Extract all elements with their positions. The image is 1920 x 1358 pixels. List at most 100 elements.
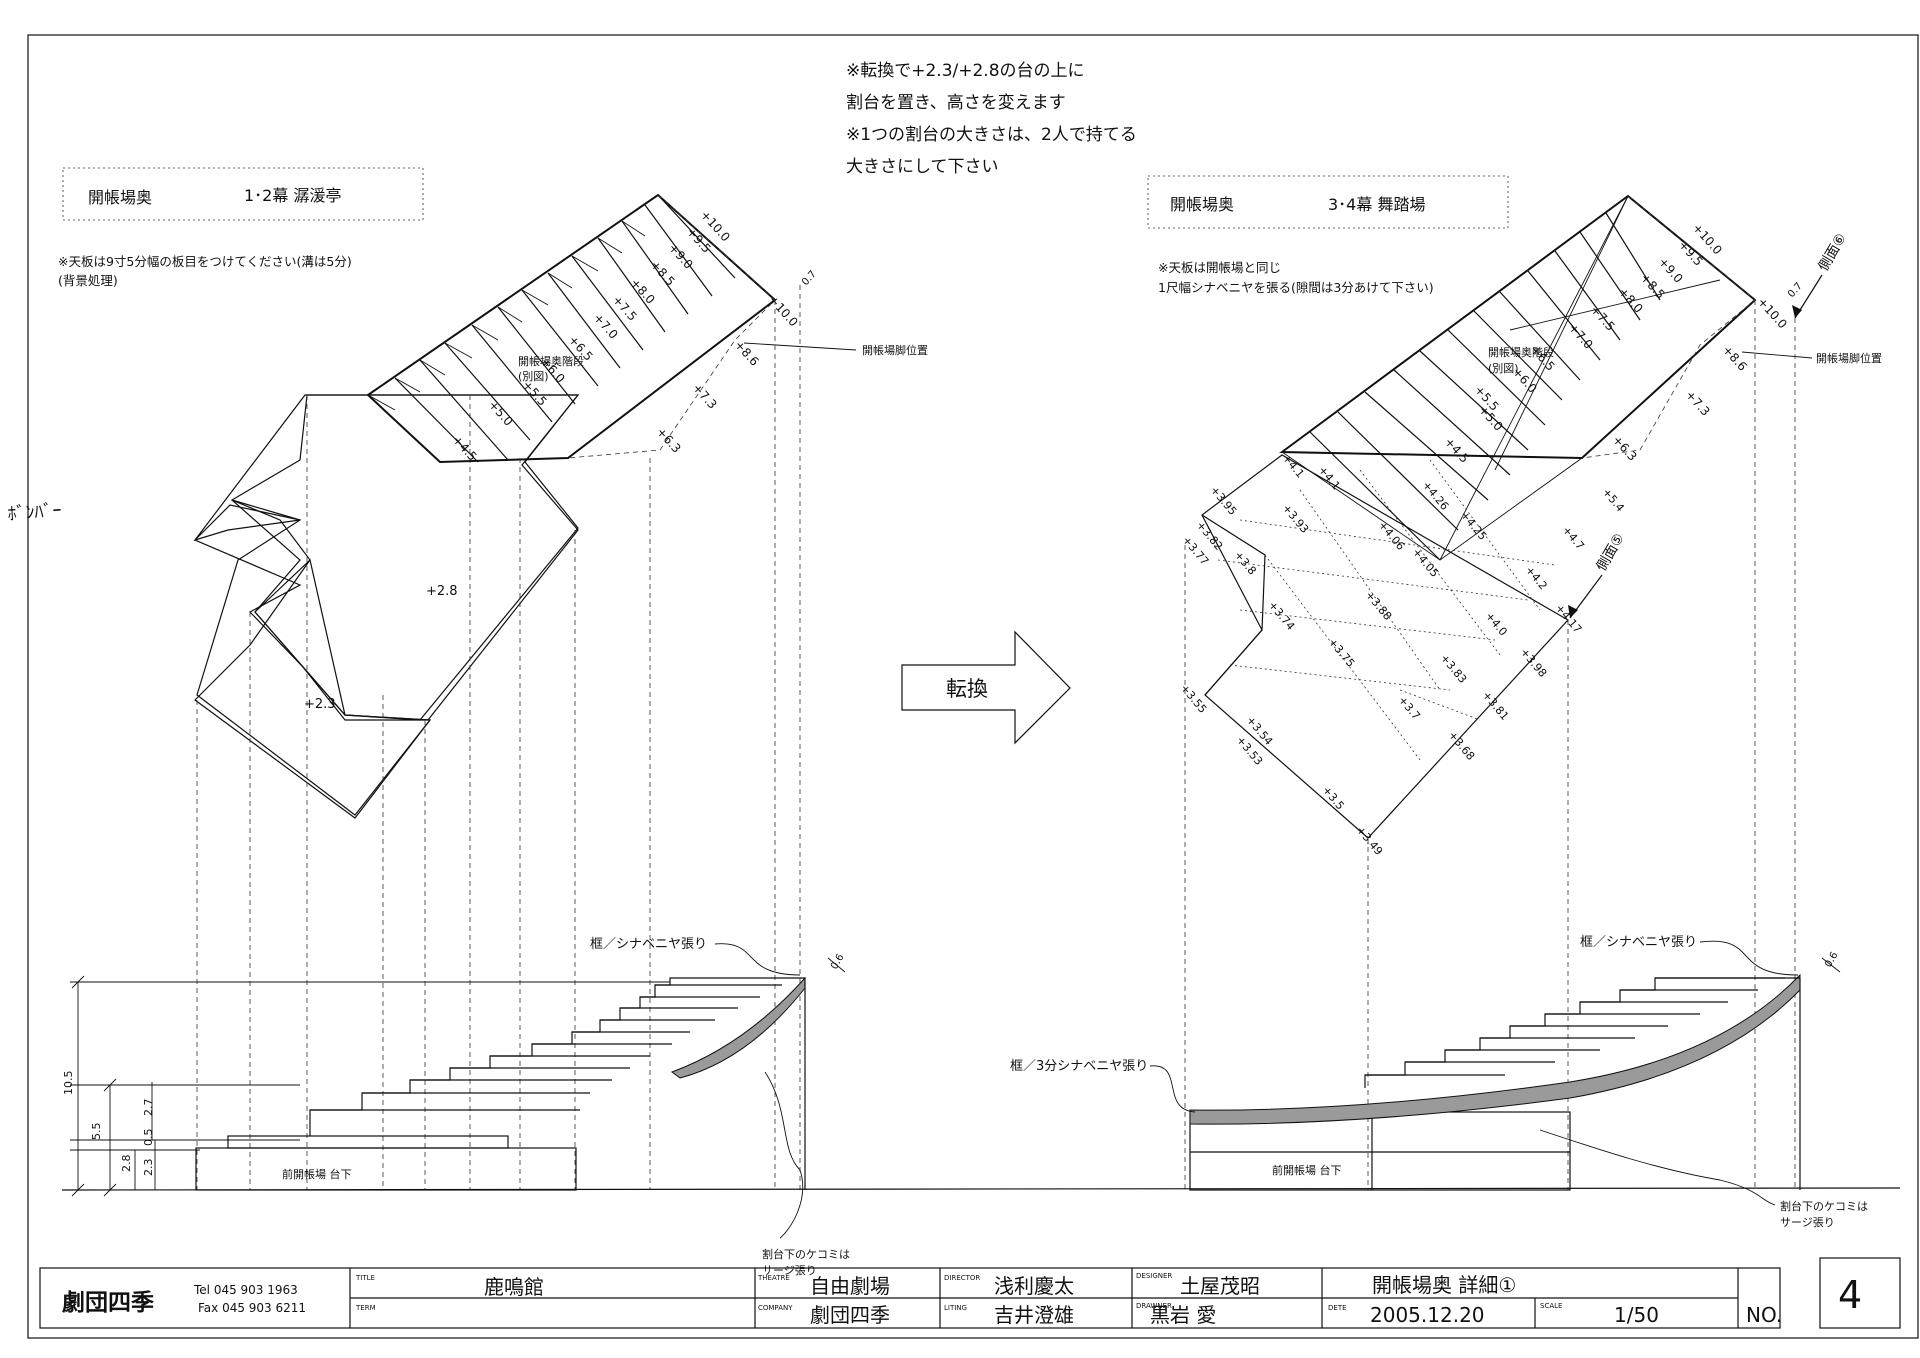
right-frame-label: 框／シナベニヤ張り (1580, 935, 1697, 950)
right-leg-leader (1741, 351, 1813, 359)
note-line-1: ※転換で+2.3/+2.8の台の上に (846, 61, 1085, 81)
company-label: COMPANY (758, 1304, 793, 1312)
elev-value: +4.1 (1280, 452, 1307, 481)
edge-value: +7.3 (1683, 388, 1713, 419)
left-stair-hatch (367, 220, 646, 411)
edge-value: +10.0 (1755, 295, 1790, 332)
side6-label: 側面⑥ (1816, 231, 1850, 274)
term-label: TERM (355, 1304, 376, 1312)
right-title-b: 3･4幕 舞踏場 (1328, 195, 1425, 214)
margin-scribble: ﾎﾞﾝﾊﾞｰ (7, 500, 62, 525)
company-value: 劇団四季 (810, 1303, 890, 1327)
edge-value: +8.6 (732, 338, 762, 369)
side5-arrowhead (1568, 605, 1578, 618)
titleblock-frame (39, 1267, 1781, 1329)
dim-value: 0.5 (142, 1129, 155, 1147)
right-frame-leader (1699, 940, 1799, 976)
right-note-2: 1尺幅シナベニヤを張る(隙間は3分あけて下さい) (1158, 280, 1434, 295)
left-section: 10.5 5.5 2.8 2.3 0.5 2.7 前開帳場 台下 (62, 937, 850, 1277)
edge-value: +10.0 (766, 293, 801, 330)
scale-label: SCALE (1540, 1302, 1562, 1310)
dim-value: 2.7 (142, 1099, 155, 1117)
director-label: DIRECTOR (944, 1274, 980, 1282)
title-value: 鹿鳴館 (484, 1275, 544, 1299)
right-section-dim-line (1821, 957, 1841, 973)
edge-value: +6.3 (654, 425, 684, 456)
elev-value: +3.8 (1232, 549, 1259, 578)
left-under-label: 前開帳場 台下 (282, 1167, 352, 1181)
right-frame-leader-2 (1149, 1065, 1196, 1113)
right-projection-lines (1184, 300, 1796, 1190)
step-value: +5.0 (486, 398, 516, 429)
left-section-stairs (309, 977, 805, 1136)
step-value: +8.5 (648, 258, 678, 289)
left-title-a: 開帳場奥 (88, 188, 152, 207)
sheet-border (27, 34, 1919, 1339)
right-platform-left-edge (1201, 514, 1266, 696)
left-stair-block (366, 193, 777, 464)
right-platform-grid (1217, 459, 1556, 761)
right-stair-treads (1309, 212, 1661, 561)
elev-value: +3.55 (1178, 682, 1210, 716)
left-note-1: ※天板は9寸5分幅の板目をつけてください(溝は5分) (58, 254, 352, 269)
right-section-dim: 0.6 (1823, 950, 1840, 969)
liting-label: LITING (944, 1304, 967, 1312)
left-frame-leader (714, 943, 801, 976)
right-split-platform (1201, 454, 1569, 839)
designer-value: 土屋茂昭 (1180, 1274, 1260, 1298)
left-section-dim-line (827, 957, 846, 973)
theatre-label: THEATRE (757, 1274, 790, 1282)
platform-low-2 (194, 558, 432, 819)
note-line-4: 大きさにして下さい (846, 157, 999, 177)
dim-value: 2.3 (142, 1159, 155, 1177)
left-section-dim: 0.6 (829, 952, 846, 971)
edge-value: +8.6 (1720, 343, 1750, 374)
side5-label: 側面⑤ (1594, 531, 1628, 574)
dim-value: 10.5 (62, 1071, 75, 1096)
left-leg-leader (743, 342, 857, 351)
left-edge-values: +6.3 +7.3 +8.6 +10.0 0.7 (654, 269, 819, 456)
platform-high-outline (193, 394, 580, 721)
left-section-curve (670, 976, 806, 1079)
left-base-high (227, 1135, 509, 1149)
top-dim: 0.7 (1786, 281, 1805, 300)
elev-value: +3.95 (1208, 484, 1240, 518)
right-elevation-values: +4.1 +4.1 +3.95 +3.93 +3.82 +3.8 +3.77 +… (1178, 452, 1627, 858)
drawner-label: DRAWNER (1136, 1302, 1172, 1310)
left-kick-leader (764, 1071, 804, 1239)
right-edge-outline (1581, 195, 1756, 459)
right-title-box (1147, 175, 1509, 229)
left-kick-note-1: 割台下のケコミは (762, 1247, 850, 1261)
elev-value: +3.68 (1446, 729, 1478, 763)
right-leg-label: 開帳場脚位置 (1816, 351, 1882, 365)
left-stair-treads (394, 194, 736, 463)
left-step-values: +4.5 +5.0 +5.5 +6.0 +6.5 +7.0 +7.5 +8.0 … (450, 208, 733, 464)
step-value: +7.5 (1588, 303, 1618, 334)
platform-high (230, 394, 580, 721)
no-box (1819, 1257, 1901, 1329)
elev-value: +3.83 (1438, 652, 1470, 686)
left-kick-note-2: サージ張り (762, 1264, 817, 1277)
elev-value: +3.74 (1266, 599, 1298, 633)
left-plan: 開帳場奥 1･2幕 潺湲亭 ※天板は9寸5分幅の板目をつけてください(溝は5分)… (58, 167, 928, 1190)
transition-label: 転換 (946, 677, 988, 701)
left-frame-label: 框／シナベニヤ張り (590, 937, 707, 952)
elev-value: +3.98 (1518, 646, 1550, 680)
left-stair-label-2: (別図) (518, 370, 549, 383)
right-frame-label-2: 框／3分シナベニヤ張り (1010, 1059, 1148, 1074)
step-value: +4.5 (1442, 435, 1472, 466)
elev-value: +5.4 (1600, 486, 1627, 515)
right-section-stairs (1364, 977, 1800, 1088)
transition-arrow: 転換 (901, 630, 1071, 745)
left-leg-label: 開帳場脚位置 (862, 343, 928, 357)
dim-value: 5.5 (90, 1123, 103, 1141)
sheet-title: 開帳場奥 詳細① (1372, 1273, 1516, 1297)
elev-value: +3.7 (1396, 694, 1423, 723)
right-kick-leader (1539, 1129, 1776, 1206)
drawner-value: 黒岩 愛 (1150, 1303, 1216, 1327)
left-note-2: (背景処理) (58, 273, 118, 288)
step-value: +6.0 (1510, 365, 1540, 396)
left-title-box (62, 167, 424, 221)
step-value: +7.0 (1566, 321, 1596, 352)
